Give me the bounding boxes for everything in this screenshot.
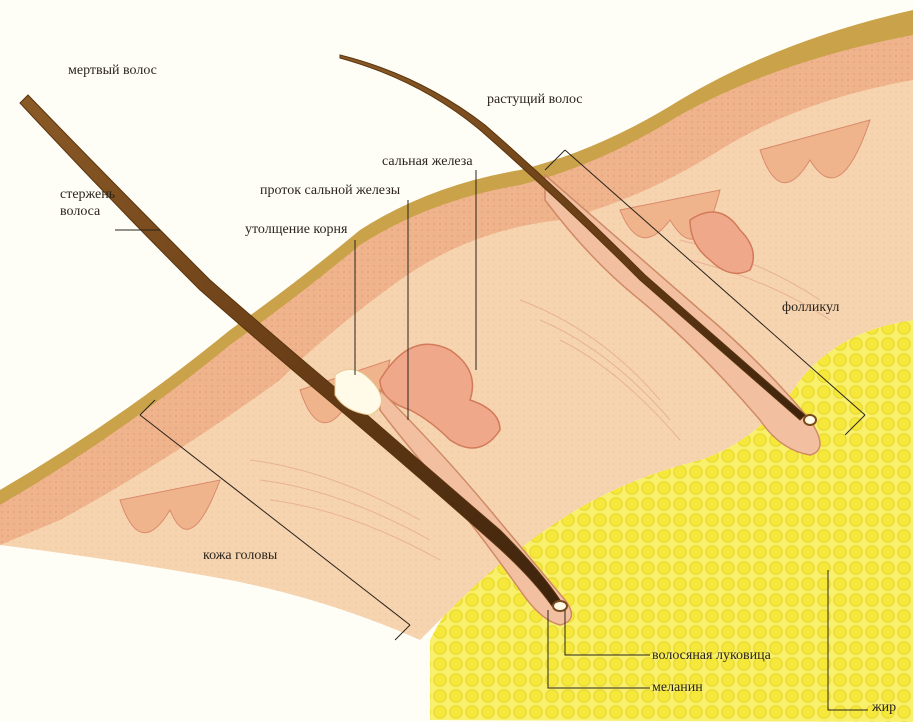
label-follicle: фолликул bbox=[782, 300, 839, 316]
label-root-thickening: утолщение корня bbox=[245, 222, 347, 238]
dead-hair-bulb bbox=[553, 601, 567, 611]
label-hair-shaft-line2: волоса bbox=[60, 204, 100, 220]
label-scalp-skin: кожа головы bbox=[203, 548, 277, 564]
label-fat: жир bbox=[872, 700, 896, 716]
label-sebaceous-duct: проток сальной железы bbox=[260, 183, 400, 199]
label-dead-hair: мертвый волос bbox=[68, 63, 157, 79]
label-hair-shaft-line1: стержень bbox=[60, 187, 115, 203]
label-growing-hair: растущий волос bbox=[487, 92, 583, 108]
label-hair-bulb: волосяная луковица bbox=[652, 648, 771, 664]
label-melanin: меланин bbox=[652, 680, 703, 696]
label-sebaceous-gland: сальная железа bbox=[382, 154, 473, 170]
growing-hair-bulb bbox=[804, 415, 816, 425]
